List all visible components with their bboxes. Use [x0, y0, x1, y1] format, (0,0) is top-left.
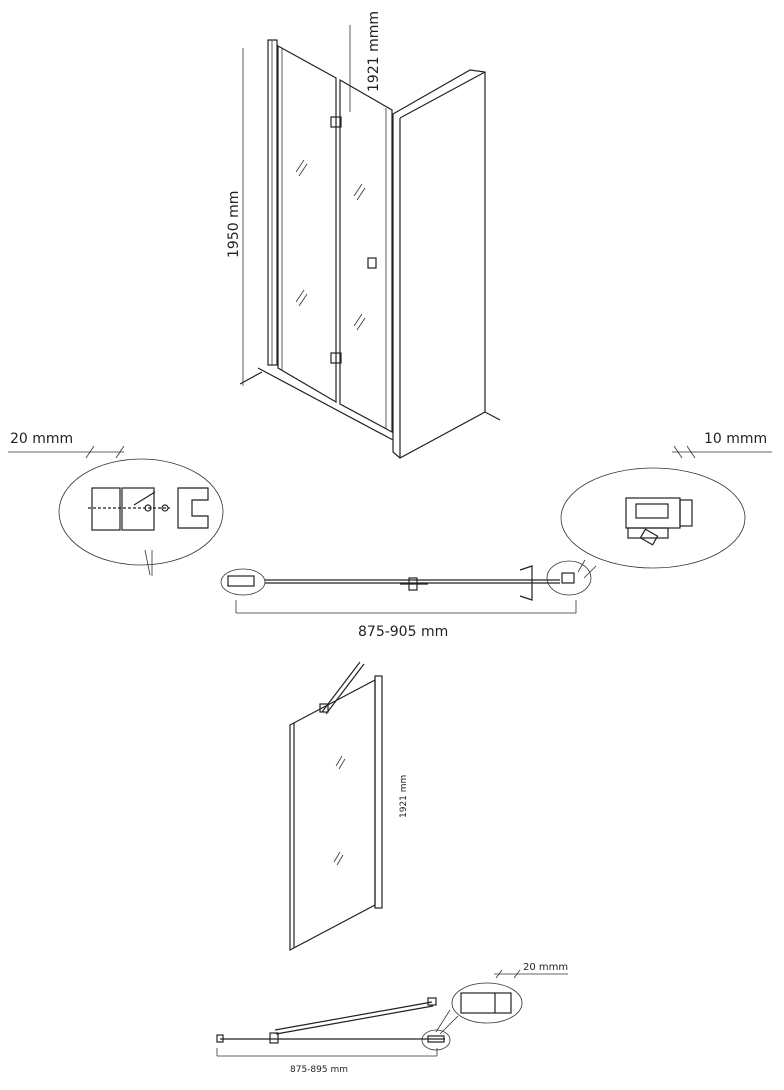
- panel-height-label: 1921 mm: [399, 775, 409, 818]
- detail-callout-right: [560, 467, 746, 569]
- hinge-icon: [330, 116, 342, 128]
- right-gap-label: 10 mmm: [704, 431, 767, 447]
- glass-panel: [289, 679, 376, 951]
- door-isometric: 1950 mm 1921 mmm: [226, 11, 501, 459]
- detail-callout-bottom: [451, 982, 523, 1024]
- panel-isometric: 1921 mm: [289, 661, 409, 951]
- inner-height-label: 1921 mmm: [366, 11, 382, 92]
- left-gap-label: 20 mmm: [10, 431, 73, 447]
- hinge-icon: [330, 352, 342, 364]
- door-panel-right: [339, 78, 393, 434]
- gap-label-2: 20 mmm: [523, 962, 568, 973]
- side-wall: [392, 69, 486, 459]
- plan-view-top: 20 mmm 10 mmm: [8, 431, 772, 640]
- door-panel-left: [277, 44, 337, 404]
- width-label: 875-905 mm: [358, 624, 448, 640]
- width-label-2: 875-895 mm: [290, 1065, 348, 1075]
- plan-view-bottom: 20 mmm 875-895 mm: [216, 962, 568, 1075]
- handle-icon: [367, 257, 377, 269]
- height-label: 1950 mm: [226, 191, 242, 258]
- detail-callout-left: [58, 458, 224, 566]
- wall-profile: [267, 39, 278, 366]
